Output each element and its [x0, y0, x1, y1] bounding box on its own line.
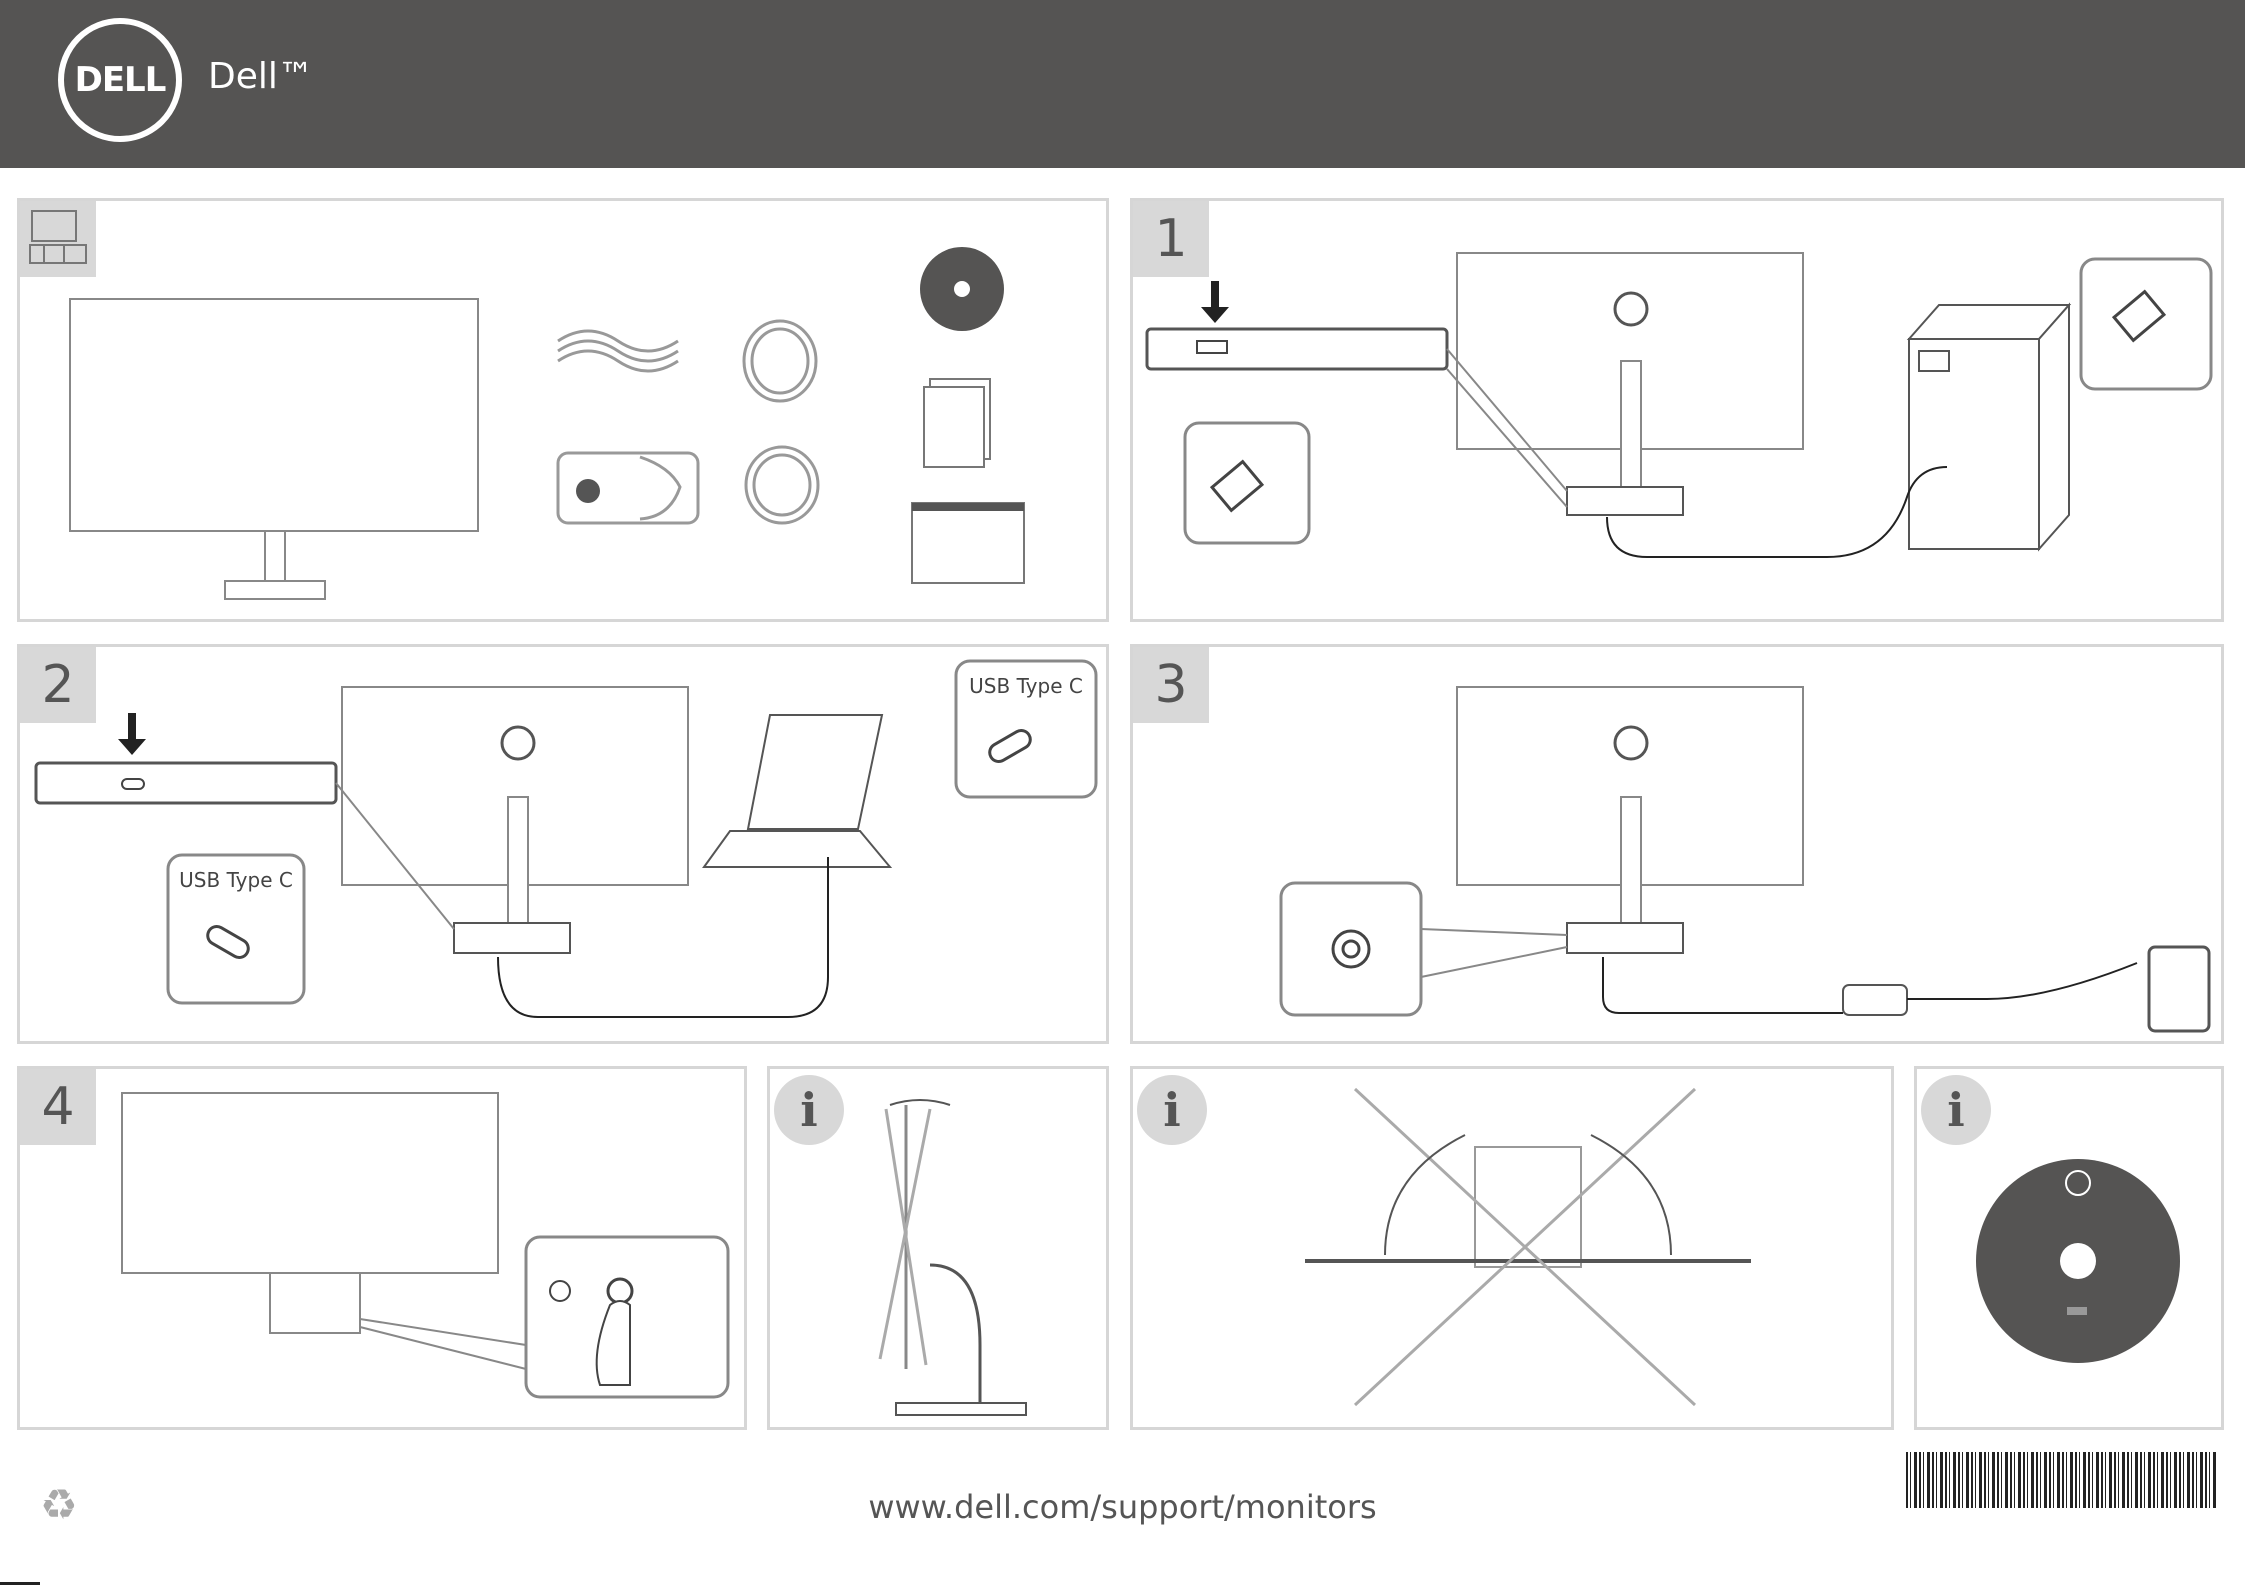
- header-bar: DELL Dell™: [0, 0, 2245, 168]
- laptop-illustration: [704, 715, 890, 867]
- usb-type-c-label-port: USB Type C: [179, 868, 293, 892]
- step3-illustration: [1133, 647, 2227, 1047]
- dell-logo: DELL: [58, 18, 182, 142]
- usb-type-c-label-laptop: USB Type C: [969, 674, 1083, 698]
- panel-info-tilt: i: [767, 1066, 1109, 1430]
- wall-outlet-illustration: [2149, 947, 2209, 1031]
- brand-name: Dell™: [208, 56, 314, 97]
- power-adapter-illustration: [1843, 985, 1907, 1015]
- monitor-illustration: [70, 299, 478, 531]
- arrow-down-icon: [1201, 281, 1229, 323]
- usb-c-cable-illustration: [746, 447, 818, 523]
- panel-step-3: 3: [1130, 644, 2224, 1044]
- port-panel-callout: [1147, 329, 1447, 369]
- quick-setup-guide-illustration: [912, 503, 1024, 583]
- arrow-down-icon: [118, 713, 146, 755]
- disc-illustration: [920, 247, 1004, 331]
- panel-step-2: 2 USB Type C USB Type C: [17, 644, 1109, 1044]
- power-adapter-illustration: [558, 453, 698, 523]
- tilt-illustration: [770, 1069, 1112, 1433]
- panel-step-1: 1: [1130, 198, 2224, 622]
- port-panel-callout: [36, 763, 336, 803]
- step4-illustration: [20, 1069, 750, 1433]
- panel-info-swivel: i: [1130, 1066, 1894, 1430]
- power-cable-illustration: [558, 331, 678, 371]
- dell-logo-text: DELL: [75, 60, 166, 100]
- swivel-illustration: [1133, 1069, 1897, 1433]
- step2-illustration: USB Type C USB Type C: [20, 647, 1112, 1047]
- disc-large-illustration: [1917, 1069, 2227, 1433]
- panel-box-contents: [17, 198, 1109, 622]
- pc-tower-illustration: [1909, 305, 2069, 549]
- monitor-front-illustration: [122, 1093, 498, 1273]
- step1-illustration: [1133, 201, 2227, 625]
- power-port-callout: [1281, 883, 1421, 1015]
- documents-illustration: [924, 379, 990, 467]
- panel-info-disc: i: [1914, 1066, 2224, 1430]
- box-contents-illustration: [20, 201, 1112, 625]
- footer-mark: [0, 1582, 40, 1585]
- panel-step-4: 4: [17, 1066, 747, 1430]
- hdmi-cable-illustration: [744, 321, 816, 401]
- barcode: [1906, 1452, 2216, 1508]
